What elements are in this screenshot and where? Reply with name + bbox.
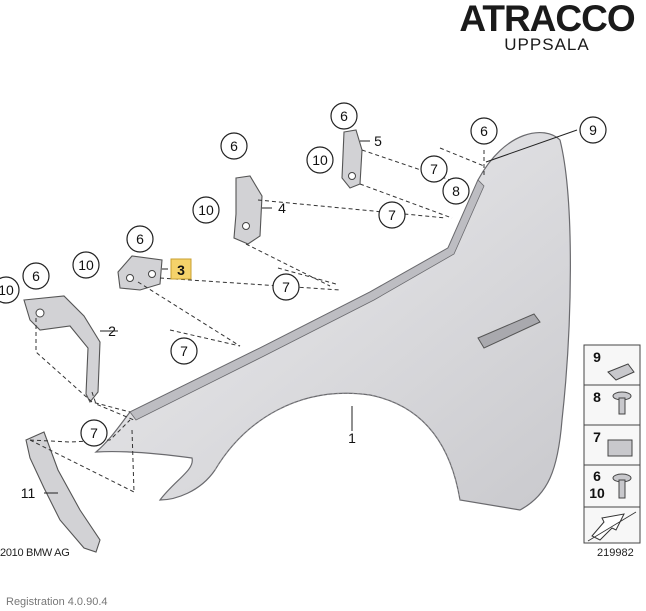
callout-1[interactable]: 1 xyxy=(348,430,356,446)
callout-10-d-label: 10 xyxy=(312,152,328,168)
bracket-part-5[interactable] xyxy=(341,129,363,189)
callout-10-a[interactable]: 10 xyxy=(0,276,20,304)
legend-item-6-label: 6 xyxy=(593,468,601,484)
callout-10-b[interactable]: 10 xyxy=(72,251,100,279)
callout-7-c[interactable]: 7 xyxy=(272,273,300,301)
leader-lines xyxy=(44,129,578,494)
copyright-text: 2010 BMW AG xyxy=(0,547,70,559)
fender-part[interactable] xyxy=(94,132,571,511)
callout-6-c-label: 6 xyxy=(230,138,238,154)
logo-location: UPPSALA xyxy=(504,35,590,54)
callout-7-a[interactable]: 7 xyxy=(80,419,108,447)
legend-item-7[interactable]: 7 xyxy=(583,424,641,466)
callout-7-b-label: 7 xyxy=(180,343,188,359)
callout-7-e[interactable]: 7 xyxy=(420,155,448,183)
callouts: 1 2 3 4 5 6 6 6 6 xyxy=(0,102,607,501)
registration-text: Registration 4.0.90.4 xyxy=(6,596,108,608)
callout-6-e[interactable]: 6 xyxy=(470,117,498,145)
callout-7-d-label: 7 xyxy=(388,207,396,223)
callout-9-label: 9 xyxy=(589,122,597,138)
callout-6-e-label: 6 xyxy=(480,123,488,139)
callout-6-b-label: 6 xyxy=(136,231,144,247)
callout-6-a-label: 6 xyxy=(32,268,40,284)
diagram-number: 219982 xyxy=(597,547,634,559)
bracket-part-3[interactable] xyxy=(117,255,163,291)
callout-10-c[interactable]: 10 xyxy=(192,196,220,224)
legend-item-8[interactable]: 8 xyxy=(583,384,641,426)
callout-4[interactable]: 4 xyxy=(278,200,286,216)
callout-5[interactable]: 5 xyxy=(374,133,382,149)
callout-10-c-label: 10 xyxy=(198,202,214,218)
callout-9[interactable]: 9 xyxy=(579,116,607,144)
callout-6-b[interactable]: 6 xyxy=(126,225,154,253)
brand-logo: ATRACCO UPPSALA xyxy=(452,0,642,56)
fastener-legend: 9 8 7 6 10 xyxy=(583,344,641,544)
callout-11-label: 11 xyxy=(21,485,36,501)
callout-5-label: 5 xyxy=(374,133,382,149)
legend-item-8-label: 8 xyxy=(593,389,601,405)
callout-1-label: 1 xyxy=(348,430,356,446)
callout-2-label: 2 xyxy=(108,323,116,339)
callout-7-d[interactable]: 7 xyxy=(378,201,406,229)
legend-item-7-label: 7 xyxy=(593,429,601,445)
callout-10-b-label: 10 xyxy=(78,257,94,273)
callout-6-a[interactable]: 6 xyxy=(22,262,50,290)
callout-3-label: 3 xyxy=(177,262,185,278)
legend-orientation-arrow xyxy=(583,506,641,544)
bracket-part-2[interactable] xyxy=(23,295,101,404)
callout-10-d[interactable]: 10 xyxy=(306,146,334,174)
callout-8-label: 8 xyxy=(452,183,460,199)
callout-11[interactable]: 11 xyxy=(21,485,36,501)
callout-10-a-label: 10 xyxy=(0,282,14,298)
callout-6-d-label: 6 xyxy=(340,108,348,124)
callout-7-a-label: 7 xyxy=(90,425,98,441)
legend-item-6-10[interactable]: 6 10 xyxy=(583,464,641,508)
callout-2[interactable]: 2 xyxy=(108,323,116,339)
callout-7-c-label: 7 xyxy=(282,279,290,295)
logo-name: ATRACCO xyxy=(459,0,635,39)
callout-6-d[interactable]: 6 xyxy=(330,102,358,130)
callout-4-label: 4 xyxy=(278,200,286,216)
callout-8[interactable]: 8 xyxy=(442,177,470,205)
callout-7-b[interactable]: 7 xyxy=(170,337,198,365)
assembly-lines xyxy=(29,147,485,493)
callout-3[interactable]: 3 xyxy=(170,258,192,280)
legend-item-9-label: 9 xyxy=(593,349,601,365)
bracket-part-11[interactable] xyxy=(25,431,101,553)
legend-item-10-label: 10 xyxy=(589,485,605,501)
callout-7-e-label: 7 xyxy=(430,161,438,177)
legend-item-9[interactable]: 9 xyxy=(583,344,641,386)
bracket-part-4[interactable] xyxy=(233,175,263,245)
callout-6-c[interactable]: 6 xyxy=(220,132,248,160)
